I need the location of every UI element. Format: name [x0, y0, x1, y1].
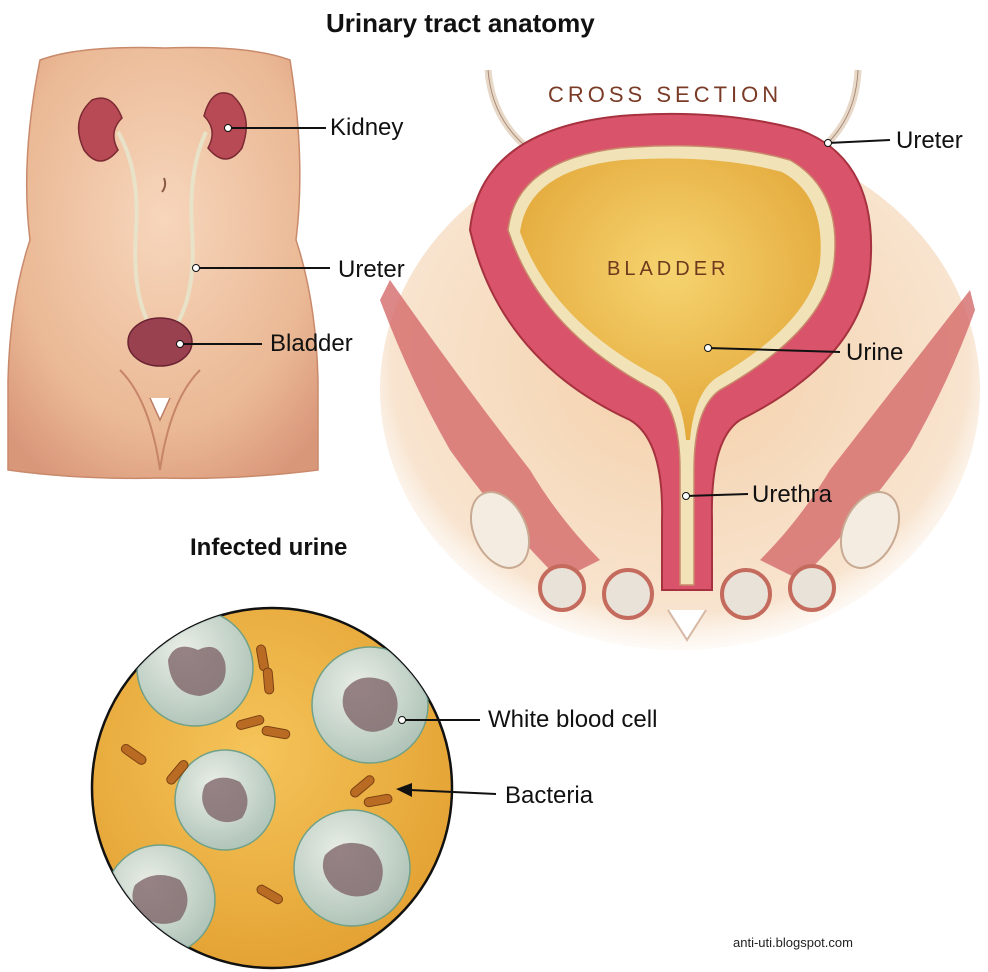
label-ureter-cross: Ureter	[896, 127, 963, 154]
dot-ureter-cross	[824, 139, 832, 147]
dot-urethra	[682, 492, 690, 500]
ureter-right	[176, 131, 208, 323]
label-urine: Urine	[846, 339, 904, 366]
arrowhead-bacteria	[396, 783, 412, 797]
white-blood-cell	[174, 749, 276, 851]
dot-kidney	[224, 124, 232, 132]
kidney-left	[77, 97, 123, 162]
leader-ureter-cross	[827, 139, 891, 144]
leader-urethra	[685, 493, 749, 497]
bacteria	[120, 644, 393, 905]
diagram-title: Urinary tract anatomy	[326, 8, 595, 38]
white-blood-cell	[293, 809, 411, 927]
label-ureter-body: Ureter	[338, 256, 405, 283]
white-blood-cell	[311, 646, 429, 764]
label-white-blood-cell: White blood cell	[488, 706, 658, 733]
white-blood-cell	[136, 609, 254, 727]
torso-figure	[7, 46, 319, 480]
label-bladder-body: Bladder	[270, 330, 353, 357]
dot-ureter-body	[192, 264, 200, 272]
bladder-small	[127, 317, 193, 367]
leader-urine	[707, 347, 841, 353]
infected-urine-magnified	[90, 606, 454, 970]
label-urethra: Urethra	[752, 481, 833, 508]
white-blood-cell	[104, 844, 216, 956]
cross-section-heading: CROSS SECTION	[548, 82, 783, 107]
infected-urine-heading: Infected urine	[190, 534, 348, 561]
dot-bladder-body	[176, 340, 184, 348]
cross-section-illustration	[380, 69, 980, 650]
watermark: anti-uti.blogspot.com	[733, 935, 853, 950]
label-bacteria: Bacteria	[505, 782, 594, 809]
dot-white-blood-cell	[398, 716, 406, 724]
leader-bacteria	[409, 789, 497, 795]
dot-urine	[704, 344, 712, 352]
ureter-left	[116, 130, 150, 323]
bladder-inner-label: BLADDER	[607, 258, 730, 280]
label-kidney: Kidney	[330, 114, 404, 141]
